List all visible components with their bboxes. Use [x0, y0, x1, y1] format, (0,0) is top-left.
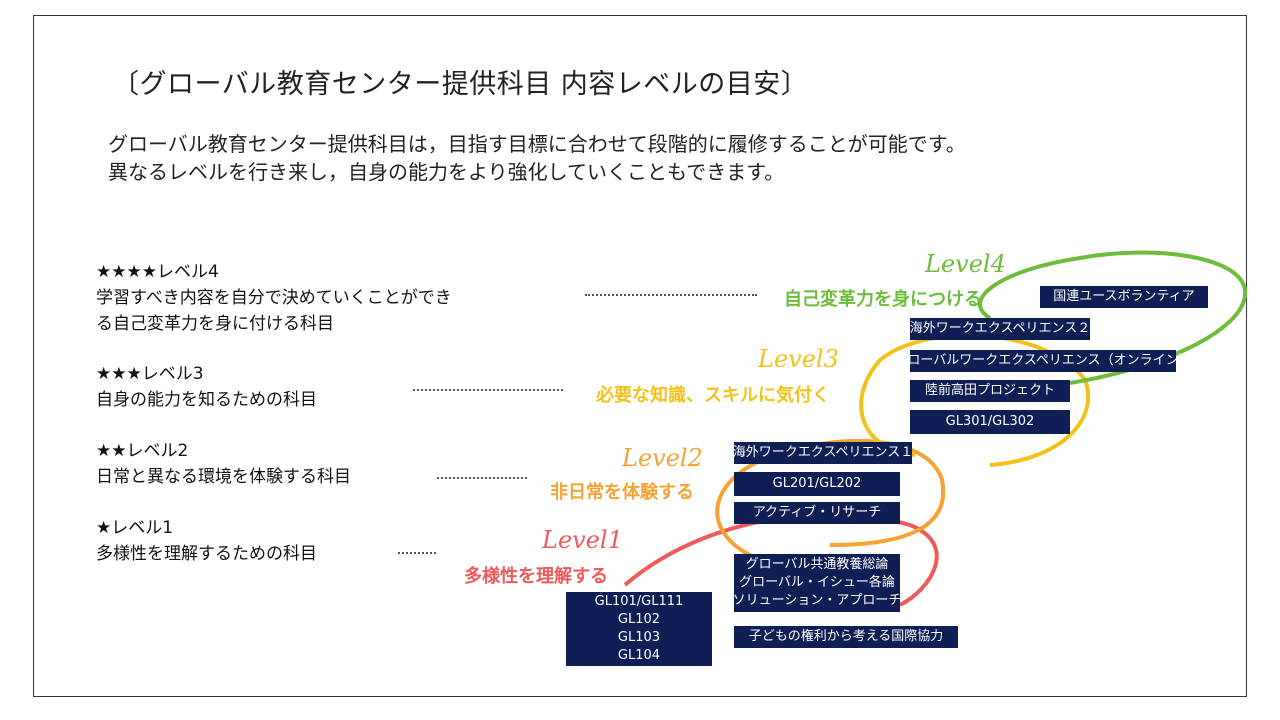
course-gl201: GL201/GL202	[734, 472, 900, 496]
course-gl1xx-line-1: GL101/GL111	[594, 594, 684, 609]
course-overseas-work-1: 海外ワークエクスペリエンス１	[733, 442, 913, 464]
course-gl1xx-line-3: GL103	[617, 630, 661, 645]
level3-leader-line	[413, 389, 563, 391]
course-global-liberal-line-2: グローバル・イシュー各論	[739, 575, 895, 590]
level3-tag: Level3	[758, 345, 839, 373]
course-global-work-online: グローバルワークエクスペリエンス（オンライン）	[894, 350, 1192, 372]
level4-caption: 自己変革力を身につける	[784, 289, 982, 310]
level2-desc-line-1: 日常と異なる環境を体験する科目	[96, 467, 351, 487]
level2-stars: ★★レベル2	[96, 441, 189, 461]
level1-tag: Level1	[542, 526, 623, 554]
course-gl1xx-line-2: GL102	[617, 612, 661, 627]
level4-description: ★★★★レベル4 学習すべき内容を自分で決めていくことができ る自己変革力を身に…	[96, 259, 452, 337]
level4-desc-line-1: 学習すべき内容を自分で決めていくことができ	[96, 288, 452, 308]
course-child-rights: 子どもの権利から考える国際協力	[734, 626, 958, 648]
course-active-research: アクティブ・リサーチ	[734, 502, 900, 524]
level4-stars: ★★★★レベル4	[96, 262, 219, 282]
course-global-liberal-line-3: ソリューション・アプローチ	[732, 593, 902, 608]
level1-description: ★レベル1 多様性を理解するための科目	[96, 515, 317, 567]
level4-desc-line-2: る自己変革力を身に付ける科目	[96, 314, 334, 334]
level3-description: ★★★レベル3 自身の能力を知るための科目	[96, 361, 317, 413]
slide-frame	[33, 15, 1247, 697]
level1-leader-line	[398, 552, 436, 554]
course-gl301: GL301/GL302	[910, 410, 1070, 434]
level3-caption: 必要な知識、スキルに気付く	[596, 385, 830, 406]
level3-desc-line-1: 自身の能力を知るための科目	[96, 390, 317, 410]
level1-stars: ★レベル1	[96, 518, 174, 538]
level1-caption: 多様性を理解する	[464, 566, 608, 587]
course-un-youth: 国連ユースボランティア	[1040, 286, 1208, 308]
course-gl1xx: GL101/GL111 GL102 GL103 GL104	[566, 592, 712, 666]
level4-leader-line	[585, 294, 757, 296]
level2-tag: Level2	[622, 444, 703, 472]
level3-stars: ★★★レベル3	[96, 364, 204, 384]
course-rikuzentakata: 陸前高田プロジェクト	[910, 380, 1070, 402]
page-title: 〔グローバル教育センター提供科目 内容レベルの目安〕	[112, 69, 809, 100]
level2-leader-line	[437, 477, 527, 479]
level4-tag: Level4	[925, 250, 1006, 278]
course-global-liberal-arts: グローバル共通教養総論 グローバル・イシュー各論 ソリューション・アプローチ	[732, 554, 902, 612]
course-gl1xx-line-4: GL104	[617, 648, 661, 663]
course-global-liberal-line-1: グローバル共通教養総論	[745, 557, 889, 572]
level1-desc-line-1: 多様性を理解するための科目	[96, 544, 317, 564]
level2-caption: 非日常を体験する	[550, 482, 694, 503]
intro-line-1: グローバル教育センター提供科目は，目指す目標に合わせて段階的に履修することが可能…	[108, 132, 966, 156]
level2-description: ★★レベル2 日常と異なる環境を体験する科目	[96, 438, 351, 490]
course-overseas-work-2: 海外ワークエクスペリエンス２	[910, 318, 1090, 340]
intro-line-2: 異なるレベルを行き来し，自身の能力をより強化していくこともできます。	[108, 160, 785, 184]
